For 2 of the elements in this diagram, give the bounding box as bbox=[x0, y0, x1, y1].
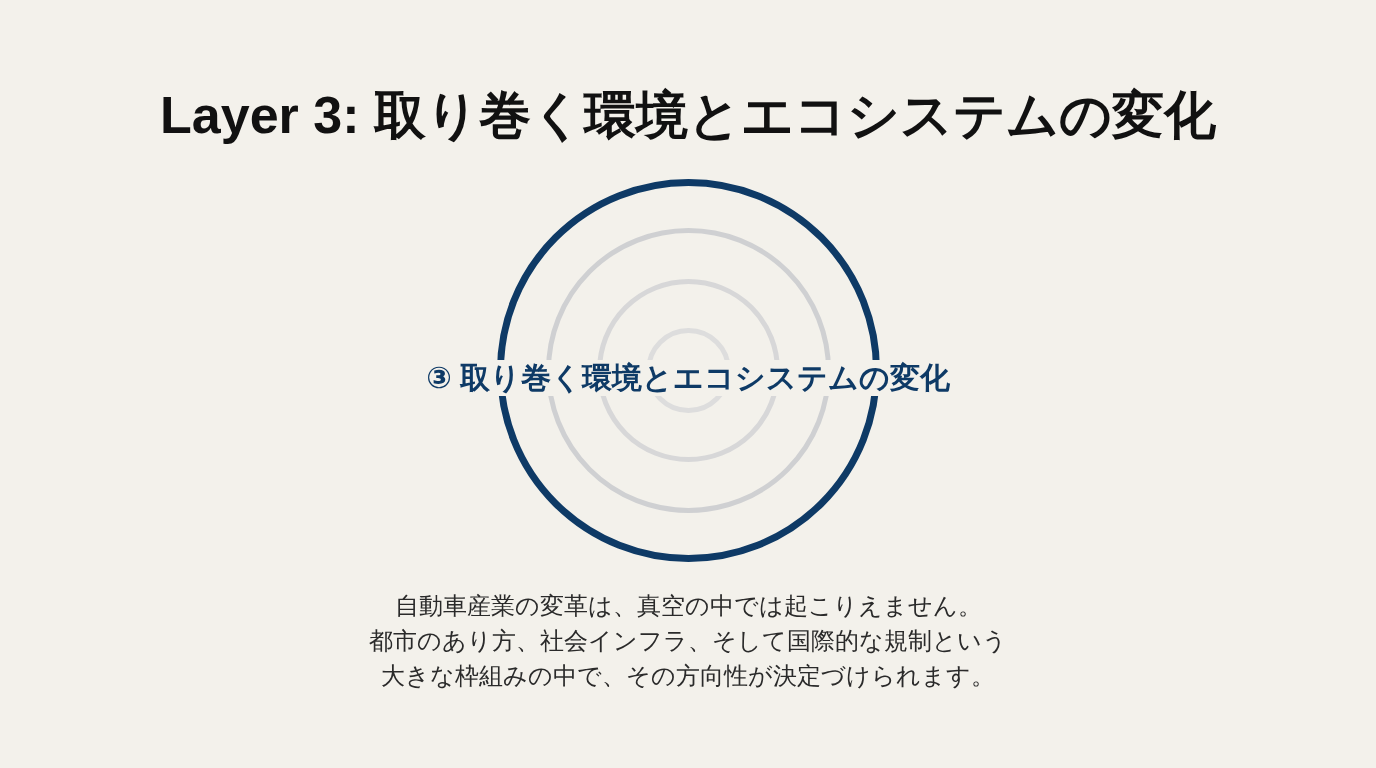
description-text: 自動車産業の変革は、真空の中では起こりえません。都市のあり方、社会インフラ、そして国際的な規制という大きな枠組みの中で、その方向性が決定づけられます。 bbox=[368, 591, 1008, 691]
title: Layer 3: 取り巻く環境とエコシステムの変化 bbox=[159, 85, 1217, 146]
